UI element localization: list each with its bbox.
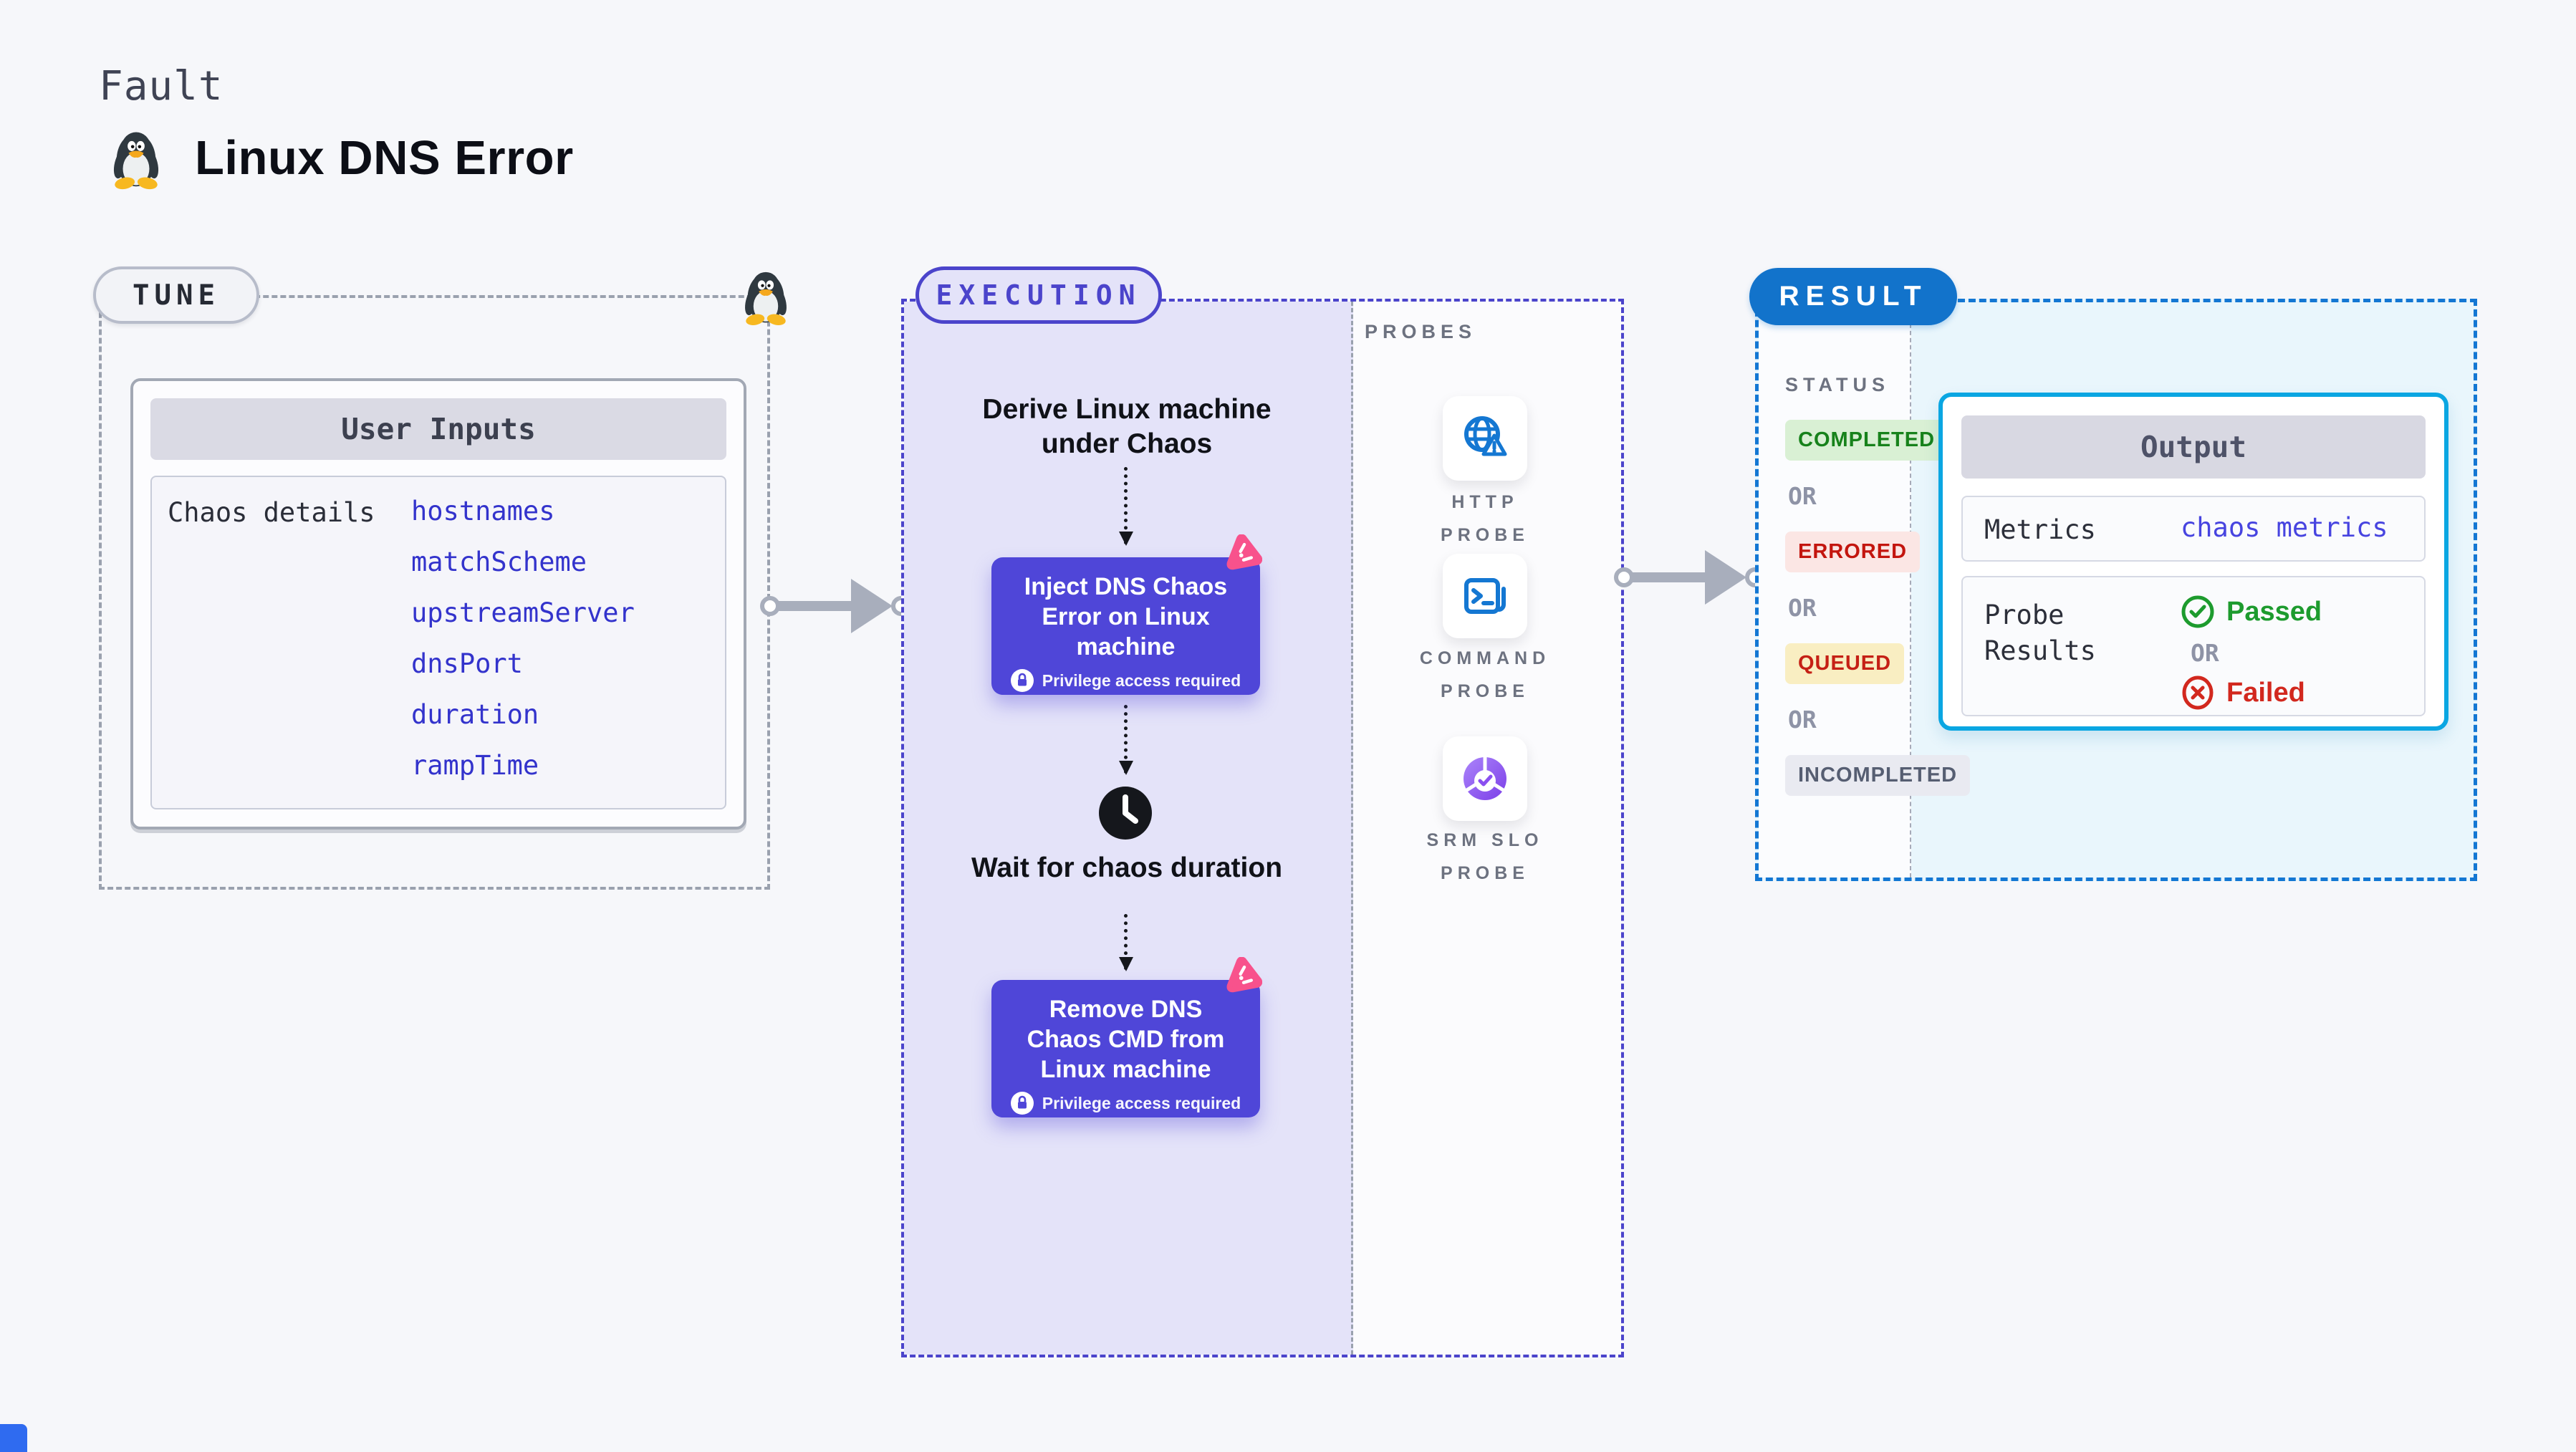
- param-hostnames: hostnames: [411, 496, 555, 527]
- linux-tux-icon: [111, 132, 161, 191]
- page-title: Linux DNS Error: [195, 131, 574, 185]
- inject-chaos-card: Inject DNS Chaos Error on Linux machine …: [991, 557, 1260, 695]
- or-separator: OR: [1788, 594, 1817, 622]
- probe-results-row: Probe Results Passed OR Failed: [1961, 576, 2426, 716]
- command-probe-label: COMMAND PROBE: [1419, 648, 1551, 701]
- output-card: Output Metrics chaos metrics Probe Resul…: [1938, 393, 2448, 731]
- check-circle-icon: [2181, 595, 2214, 628]
- status-label: STATUS: [1785, 374, 1890, 395]
- metrics-row: Metrics chaos metrics: [1961, 496, 2426, 562]
- result-section-label: RESULT: [1779, 281, 1928, 312]
- privilege-label: Privilege access required: [1042, 670, 1241, 690]
- fault-kind-label: Fault: [99, 63, 224, 110]
- execution-section-label: EXECUTION: [936, 279, 1142, 311]
- status-badge-queued: QUEUED: [1785, 643, 1905, 684]
- metrics-label: Metrics: [1984, 514, 2096, 545]
- probe-failed-label: Failed: [2226, 677, 2305, 708]
- http-probe-label: HTTP PROBE: [1441, 492, 1529, 545]
- execution-section-pill: EXECUTION: [915, 266, 1162, 324]
- or-separator: OR: [1788, 482, 1817, 510]
- param-ramptime: rampTime: [411, 750, 539, 781]
- user-inputs-header: User Inputs: [150, 398, 726, 460]
- execution-to-result-arrow-icon: [1614, 549, 1765, 606]
- result-section-pill: RESULT: [1749, 268, 1957, 325]
- lock-icon: [1010, 669, 1034, 692]
- privilege-label: Privilege access required: [1042, 1093, 1241, 1112]
- output-header: Output: [1961, 415, 2426, 479]
- or-separator: OR: [1788, 706, 1817, 734]
- flow-arrow-down-icon: [1119, 467, 1133, 546]
- chaos-details-label: Chaos details: [168, 497, 375, 528]
- user-inputs-card: User Inputs Chaos details hostnames matc…: [130, 378, 746, 830]
- step-wait-label: Wait for chaos duration: [971, 852, 1283, 883]
- param-matchscheme: matchScheme: [411, 547, 587, 577]
- probe-results-label: Probe Results: [1984, 600, 2096, 666]
- or-separator: OR: [2191, 639, 2219, 667]
- srm-slo-probe-card: [1443, 736, 1527, 821]
- metrics-value: chaos metrics: [2181, 512, 2388, 543]
- step-derive-label: Derive Linux machine under Chaos: [982, 394, 1272, 459]
- clock-icon: [1099, 787, 1152, 840]
- flow-arrow-down-icon: [1119, 914, 1133, 971]
- remove-chaos-title: Remove DNS Chaos CMD from Linux machine: [1027, 996, 1225, 1083]
- chaos-experiment-logo-icon: [1225, 957, 1262, 994]
- tune-to-execution-arrow-icon: [760, 577, 911, 635]
- tune-section-pill: TUNE: [93, 266, 259, 324]
- status-badge-incompleted: INCOMPLETED: [1785, 755, 1971, 796]
- user-inputs-body: Chaos details hostnames matchScheme upst…: [150, 476, 726, 809]
- chaos-experiment-logo-icon: [1225, 534, 1262, 572]
- probes-section-label: PROBES: [1365, 321, 1477, 342]
- globe-warning-icon: [1464, 416, 1507, 456]
- bottom-left-artifact: [0, 1424, 27, 1452]
- remove-chaos-card: Remove DNS Chaos CMD from Linux machine …: [991, 980, 1260, 1117]
- x-circle-icon: [2182, 675, 2214, 710]
- param-duration: duration: [411, 699, 539, 730]
- chaos-params-list: hostnames matchScheme upstreamServer dns…: [411, 486, 635, 791]
- http-probe-card: [1443, 396, 1527, 481]
- tune-section-box: [99, 295, 770, 890]
- status-badge-completed: COMPLETED: [1785, 420, 1948, 461]
- param-upstreamserver: upstreamServer: [411, 597, 635, 628]
- linux-tux-corner-icon: [742, 271, 789, 327]
- status-badges: COMPLETED OR ERRORED OR QUEUED OR INCOMP…: [1785, 420, 1971, 796]
- slo-donut-icon: [1464, 756, 1506, 800]
- command-probe-card: [1443, 554, 1527, 638]
- param-dnsport: dnsPort: [411, 648, 523, 679]
- lock-icon: [1010, 1092, 1034, 1115]
- execution-section-box: [901, 299, 1624, 1357]
- flow-arrow-down-icon: [1119, 705, 1133, 775]
- srm-slo-probe-label: SRM SLO PROBE: [1426, 830, 1544, 883]
- inject-chaos-title: Inject DNS Chaos Error on Linux machine: [1024, 573, 1228, 660]
- probe-passed-label: Passed: [2226, 596, 2322, 627]
- terminal-icon: [1464, 578, 1506, 614]
- status-badge-errored: ERRORED: [1785, 532, 1921, 572]
- tune-section-label: TUNE: [133, 279, 220, 312]
